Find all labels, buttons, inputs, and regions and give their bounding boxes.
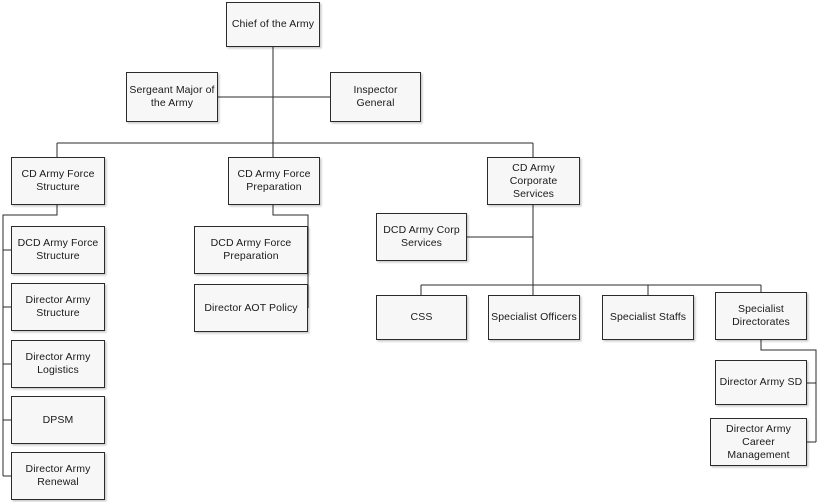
org-node-label-cd-afs: CD Army Force Structure xyxy=(21,168,95,193)
org-node-label-dir-acm: Director Army Career Management xyxy=(726,422,791,461)
org-node-label-dir-ar: Director Army Renewal xyxy=(25,463,91,488)
org-node-label-dcd-afp: DCD Army Force Preparation xyxy=(210,237,292,262)
org-node-label-dir-asd: Director Army SD xyxy=(719,376,803,388)
org-node-inspector[interactable]: Inspector General xyxy=(330,72,421,122)
org-node-cd-afs[interactable]: CD Army Force Structure xyxy=(11,157,105,205)
org-node-cd-acs[interactable]: CD Army Corporate Services xyxy=(487,157,580,205)
org-node-dir-acm[interactable]: Director Army Career Management xyxy=(710,418,807,466)
org-node-spec-staff[interactable]: Specialist Staffs xyxy=(602,295,694,340)
org-node-dir-asd[interactable]: Director Army SD xyxy=(715,360,807,405)
org-node-label-sergeant: Sergeant Major of the Army xyxy=(129,84,215,109)
org-node-dcd-afp[interactable]: DCD Army Force Preparation xyxy=(194,226,308,274)
org-node-label-dpsm: DPSM xyxy=(42,413,74,426)
org-node-spec-off[interactable]: Specialist Officers xyxy=(488,295,580,340)
org-node-label-spec-dir: Specialist Directorates xyxy=(732,303,790,328)
org-node-dcd-acs[interactable]: DCD Army Corp Services xyxy=(376,213,467,261)
org-node-dir-al[interactable]: Director Army Logistics xyxy=(11,340,105,388)
org-node-label-inspector: Inspector General xyxy=(353,84,398,109)
org-node-dir-aot[interactable]: Director AOT Policy xyxy=(194,284,308,332)
org-node-label-spec-off: Specialist Officers xyxy=(491,311,577,323)
org-node-label-dir-aot: Director AOT Policy xyxy=(204,301,298,314)
org-node-label-css: CSS xyxy=(410,311,433,323)
org-node-css[interactable]: CSS xyxy=(376,295,467,340)
org-node-label-spec-staff: Specialist Staffs xyxy=(609,311,687,323)
org-node-label-dcd-afs: DCD Army Force Structure xyxy=(17,237,99,262)
org-node-cd-afp[interactable]: CD Army Force Preparation xyxy=(228,157,320,205)
org-node-label-chief: Chief of the Army xyxy=(231,18,315,30)
org-node-sergeant[interactable]: Sergeant Major of the Army xyxy=(126,72,218,122)
org-node-dpsm[interactable]: DPSM xyxy=(11,396,105,444)
org-node-dir-as[interactable]: Director Army Structure xyxy=(11,283,105,331)
org-node-label-cd-acs: CD Army Corporate Services xyxy=(509,161,558,200)
org-node-spec-dir[interactable]: Specialist Directorates xyxy=(715,292,807,340)
org-node-dir-ar[interactable]: Director Army Renewal xyxy=(11,452,105,500)
org-node-label-dcd-acs: DCD Army Corp Services xyxy=(383,224,460,249)
org-node-label-dir-as: Director Army Structure xyxy=(25,294,91,319)
org-node-chief[interactable]: Chief of the Army xyxy=(226,2,320,47)
org-node-label-dir-al: Director Army Logistics xyxy=(25,351,91,376)
org-node-dcd-afs[interactable]: DCD Army Force Structure xyxy=(11,226,105,274)
org-node-label-cd-afp: CD Army Force Preparation xyxy=(237,168,311,193)
